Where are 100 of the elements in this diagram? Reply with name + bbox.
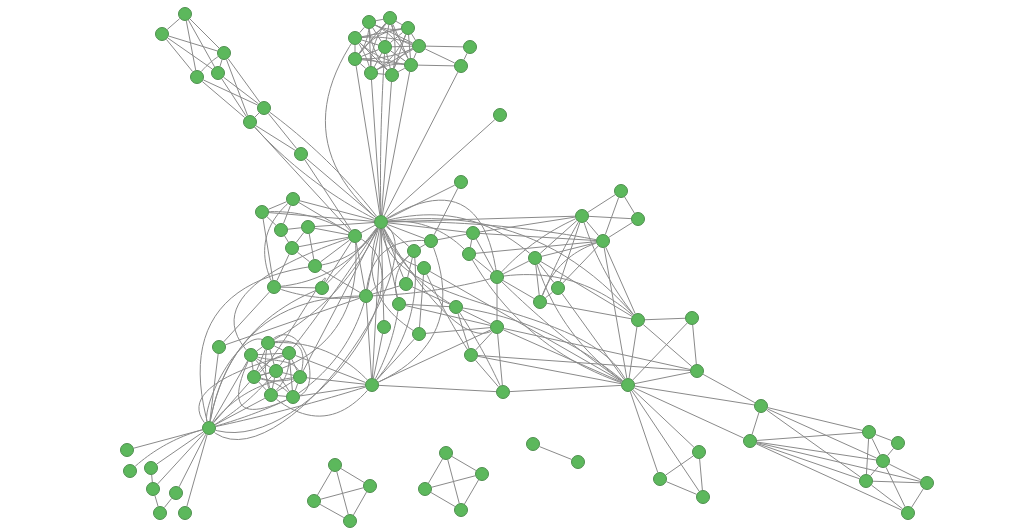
graph-node — [490, 270, 504, 284]
graph-node — [363, 479, 377, 493]
connector-line — [267, 112, 298, 150]
connector-line — [431, 475, 476, 488]
connector-line — [699, 458, 703, 491]
connector-line — [366, 228, 381, 290]
graph-node — [690, 364, 704, 378]
graph-node — [155, 27, 169, 41]
connector-line — [302, 227, 379, 372]
connector-line — [392, 23, 409, 60]
connector-line — [275, 359, 290, 391]
connector-line — [280, 288, 360, 299]
graph-node — [891, 436, 905, 450]
connector-line — [373, 52, 383, 68]
graph-node — [526, 437, 540, 451]
connector-line — [201, 81, 246, 118]
connector-line — [559, 222, 581, 282]
connector-line — [202, 79, 259, 106]
graph-node — [412, 327, 426, 341]
connector-line — [380, 53, 386, 216]
connector-line — [233, 237, 349, 351]
connector-line — [561, 293, 625, 380]
connector-line — [213, 225, 396, 441]
connector-line — [223, 76, 259, 105]
graph-node — [596, 234, 610, 248]
connector-line — [267, 201, 288, 210]
connector-line — [605, 246, 636, 315]
connector-line — [692, 324, 697, 365]
connector-line — [397, 67, 406, 73]
connector-line — [756, 442, 921, 482]
graph-node — [285, 241, 299, 255]
connector-line — [665, 481, 698, 495]
connector-line — [479, 232, 597, 242]
connector-line — [319, 503, 345, 519]
connector-line — [885, 466, 906, 508]
connector-line — [887, 447, 894, 457]
graph-node — [454, 59, 468, 73]
connector-line — [370, 22, 387, 67]
connector-line — [386, 184, 456, 220]
graph-node — [315, 281, 329, 295]
graph-node — [362, 15, 376, 29]
connector-line — [215, 238, 383, 433]
connector-line — [419, 244, 426, 248]
connector-line — [475, 331, 493, 351]
connector-line — [298, 236, 349, 248]
connector-line — [359, 26, 365, 34]
connector-line — [429, 271, 623, 382]
graph-node — [211, 66, 225, 80]
connector-line — [325, 241, 352, 283]
graph-node — [439, 446, 453, 460]
connector-line — [389, 31, 404, 44]
connector-line — [360, 224, 376, 234]
connector-line — [642, 324, 693, 367]
connector-line — [361, 39, 379, 46]
connector-line — [326, 227, 378, 284]
graph-node — [146, 482, 160, 496]
graph-node — [365, 378, 379, 392]
connector-line — [391, 45, 413, 48]
graph-node — [343, 514, 357, 528]
graph-node — [528, 251, 542, 265]
connector-line — [167, 37, 213, 70]
graph-node — [631, 313, 645, 327]
connector-line — [274, 340, 304, 371]
connector-line — [387, 224, 425, 239]
connector-line — [185, 20, 197, 71]
connector-line — [702, 373, 756, 404]
connector-line — [377, 329, 492, 383]
graph-node — [464, 348, 478, 362]
connector-line — [298, 302, 365, 394]
connector-line — [352, 491, 368, 516]
graph-node — [696, 490, 710, 504]
connector-line — [274, 342, 368, 381]
connector-line — [295, 232, 305, 243]
connector-line — [272, 334, 311, 397]
graph-node — [243, 115, 257, 129]
connector-line — [425, 327, 491, 334]
connector-line — [189, 18, 220, 49]
connector-line — [473, 257, 493, 274]
graph-node — [286, 192, 300, 206]
graph-node — [378, 40, 392, 54]
graph-node — [399, 277, 413, 291]
connector-line — [430, 492, 456, 507]
graph-node — [328, 458, 342, 472]
connector-line — [255, 125, 296, 151]
connector-line — [413, 51, 417, 60]
connector-line — [459, 312, 501, 387]
graph-node — [392, 297, 406, 311]
graph-node — [123, 464, 137, 478]
graph-node — [264, 388, 278, 402]
graph-node — [901, 506, 915, 520]
connector-line — [536, 264, 623, 382]
connector-line — [426, 273, 468, 350]
connector-line — [199, 266, 309, 422]
connector-line — [463, 52, 468, 61]
connector-line — [424, 48, 456, 64]
connector-line — [755, 443, 903, 511]
connector-line — [383, 71, 459, 217]
graph-node — [247, 370, 261, 384]
graph-node — [685, 311, 699, 325]
connector-line — [633, 387, 745, 439]
